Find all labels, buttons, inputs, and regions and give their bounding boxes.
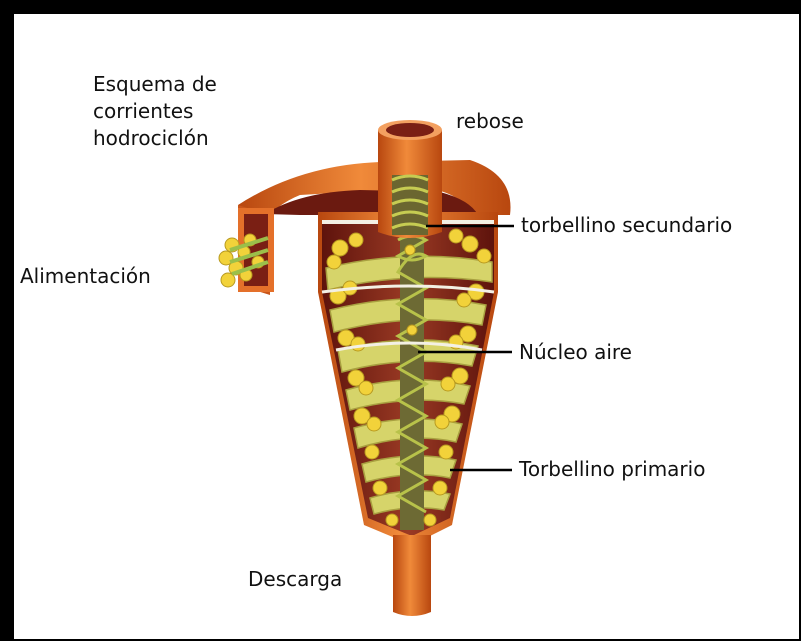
diagram-title: Esquema de corrientes hodrociclón <box>93 71 217 152</box>
label-primary-vortex: Torbellino primario <box>519 456 705 483</box>
title-line-1: Esquema de <box>93 71 217 98</box>
feed-inlet <box>219 205 274 295</box>
label-air-core: Núcleo aire <box>519 339 632 366</box>
title-line-2: corrientes <box>93 98 217 125</box>
label-secondary-vortex: torbellino secundario <box>521 212 732 239</box>
overflow-pipe <box>378 120 442 238</box>
title-line-3: hodrociclón <box>93 125 217 152</box>
label-underflow: Descarga <box>248 566 342 593</box>
label-overflow: rebose <box>456 108 524 135</box>
label-feed: Alimentación <box>20 263 151 290</box>
underflow-spigot <box>393 535 431 616</box>
